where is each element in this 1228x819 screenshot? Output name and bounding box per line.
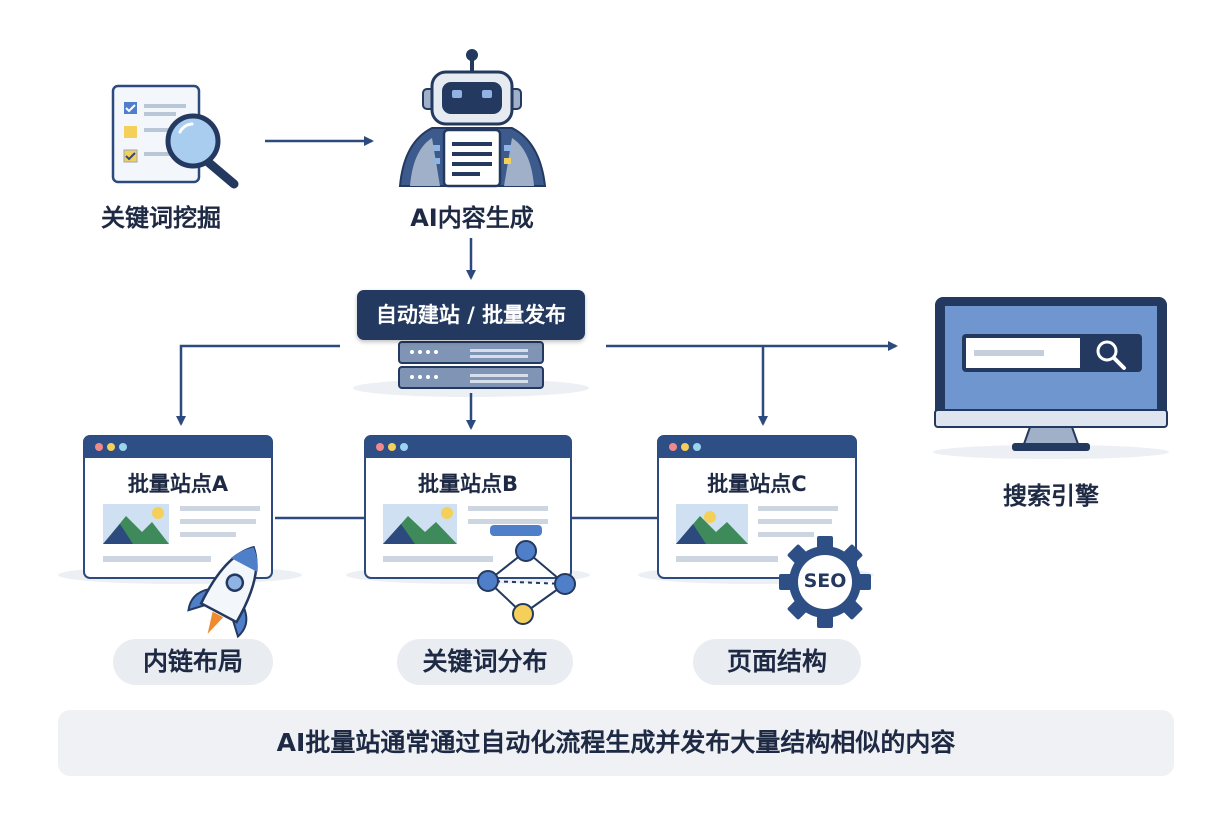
feature-internal-links: 内链布局 — [113, 639, 273, 685]
robot-icon — [398, 49, 547, 188]
caption-banner: AI批量站通常通过自动化流程生成并发布大量结构相似的内容 — [58, 710, 1174, 776]
distribution-connectors — [176, 341, 898, 520]
feature-keyword-distribution: 关键词分布 — [397, 639, 573, 685]
seo-gear-icon — [779, 536, 871, 628]
site-c-title: 批量站点C — [707, 472, 807, 496]
feature-page-structure: 页面结构 — [693, 639, 861, 685]
site-window-b — [346, 435, 590, 584]
site-a-title: 批量站点A — [127, 472, 229, 496]
server-stack-icon — [353, 341, 589, 397]
auto-publish-box: 自动建站 / 批量发布 — [357, 290, 585, 340]
ai-generation-label: AI内容生成 — [410, 204, 534, 232]
search-engine-label: 搜索引擎 — [1003, 482, 1099, 510]
keyword-mining-label: 关键词挖掘 — [101, 204, 221, 232]
seo-badge-text: SEO — [803, 570, 847, 592]
site-window-a — [58, 435, 302, 584]
site-b-title: 批量站点B — [417, 472, 518, 496]
search-engine-monitor-icon — [933, 297, 1169, 459]
rocket-icon — [187, 545, 258, 639]
keyword-network-icon — [477, 540, 576, 625]
keyword-document-search-icon — [111, 84, 239, 189]
